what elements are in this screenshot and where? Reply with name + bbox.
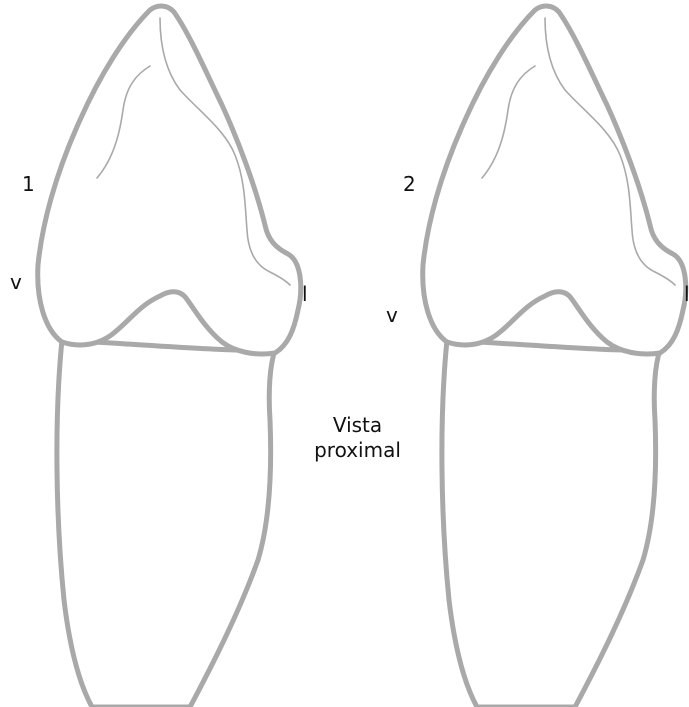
tooth-1-number: 1: [22, 174, 35, 194]
tooth-1-lingual-label: l: [302, 284, 308, 304]
tooth-2-number: 2: [403, 174, 416, 194]
tooth-2-vestibular-label: v: [386, 305, 398, 325]
tooth-1: [38, 6, 301, 707]
caption-line-1: Vista: [300, 413, 415, 438]
tooth-1-vestibular-label: v: [10, 272, 22, 292]
tooth-2-lingual-label: l: [684, 284, 689, 304]
tooth-2: [423, 6, 686, 707]
view-caption: Vista proximal: [300, 413, 415, 463]
caption-line-2: proximal: [300, 438, 415, 463]
